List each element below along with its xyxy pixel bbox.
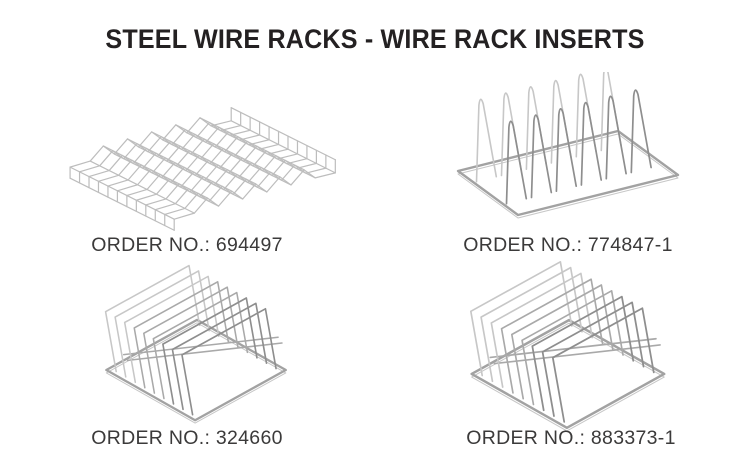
order-number-caption: ORDER NO.: 774847-1 (463, 234, 673, 256)
page-title: STEEL WIRE RACKS - WIRE RACK INSERTS (105, 24, 645, 54)
angled-insert-illustration (104, 264, 287, 424)
order-number-caption: ORDER NO.: 324660 (91, 427, 283, 449)
triangle-insert-illustration (456, 72, 680, 219)
angled-insert-illustration (469, 261, 666, 432)
product-image-angled-rack-large (436, 258, 704, 434)
wavy-wire-grid-illustration (69, 107, 336, 231)
product-image-angled-rack (74, 262, 322, 426)
order-number-caption: ORDER NO.: 883373-1 (466, 427, 676, 449)
product-image-triangle-rack (440, 72, 696, 226)
order-number-caption: ORDER NO.: 694497 (91, 234, 283, 256)
product-image-wavy-wire-grid (58, 68, 346, 232)
